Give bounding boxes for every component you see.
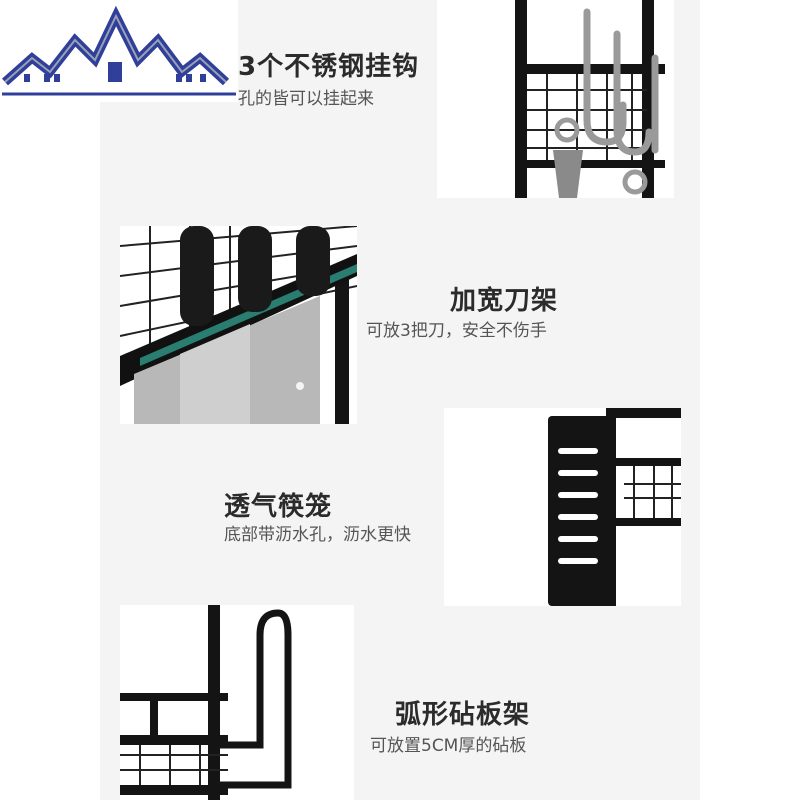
chopstick-holder-photo — [444, 408, 681, 606]
cutting-board-rack-image — [120, 605, 292, 800]
section-2-title: 加宽刀架 — [450, 286, 559, 316]
store-logo — [0, 0, 238, 102]
section-4-subtitle: 可放置5CM厚的砧板 — [370, 736, 527, 756]
knife-rack-photo — [120, 226, 357, 424]
hooks-photo — [437, 0, 674, 198]
cutting-board-rack-photo — [120, 605, 354, 800]
section-2-subtitle: 可放3把刀，安全不伤手 — [366, 321, 547, 341]
chopstick-holder-image — [548, 408, 681, 606]
section-1-subtitle: 孔的皆可以挂起来 — [238, 89, 374, 109]
section-3-subtitle: 底部带沥水孔，沥水更快 — [224, 525, 411, 545]
house-roofs-logo-icon — [2, 5, 236, 96]
section-4-title: 弧形砧板架 — [395, 700, 531, 730]
knife-rack-image — [120, 226, 357, 424]
section-1-title: 3个不锈钢挂钩 — [238, 52, 420, 82]
steel-hooks-image — [515, 0, 665, 198]
section-3-title: 透气筷笼 — [224, 492, 333, 522]
